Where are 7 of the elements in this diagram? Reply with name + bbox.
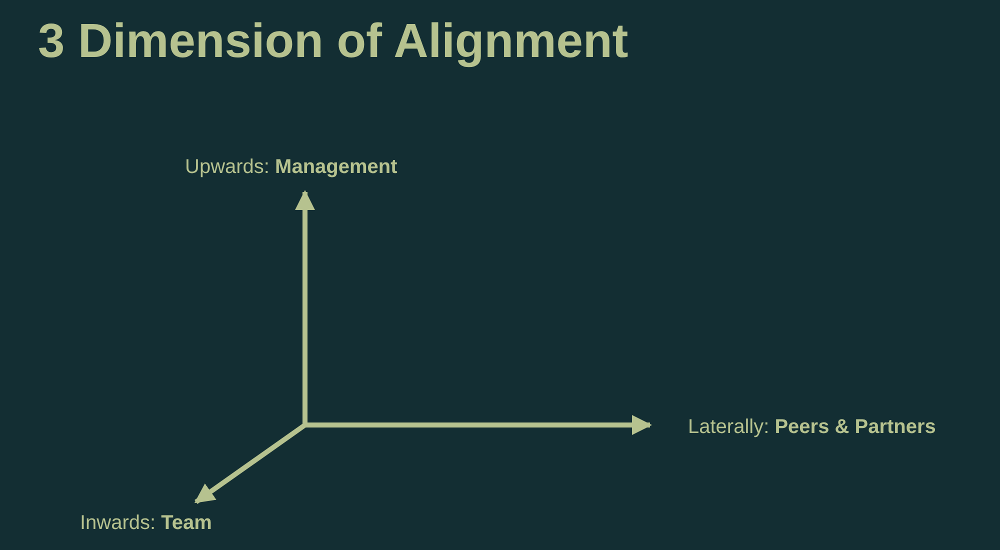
arrow <box>295 190 315 425</box>
arrow <box>305 415 652 435</box>
axis-label: Laterally: Peers & Partners <box>688 414 936 440</box>
arrow <box>194 422 306 504</box>
axis-label: Upwards: Management <box>185 154 398 180</box>
axis-label: Inwards: Team <box>80 510 212 536</box>
title: 3 Dimension of Alignment <box>38 14 628 70</box>
